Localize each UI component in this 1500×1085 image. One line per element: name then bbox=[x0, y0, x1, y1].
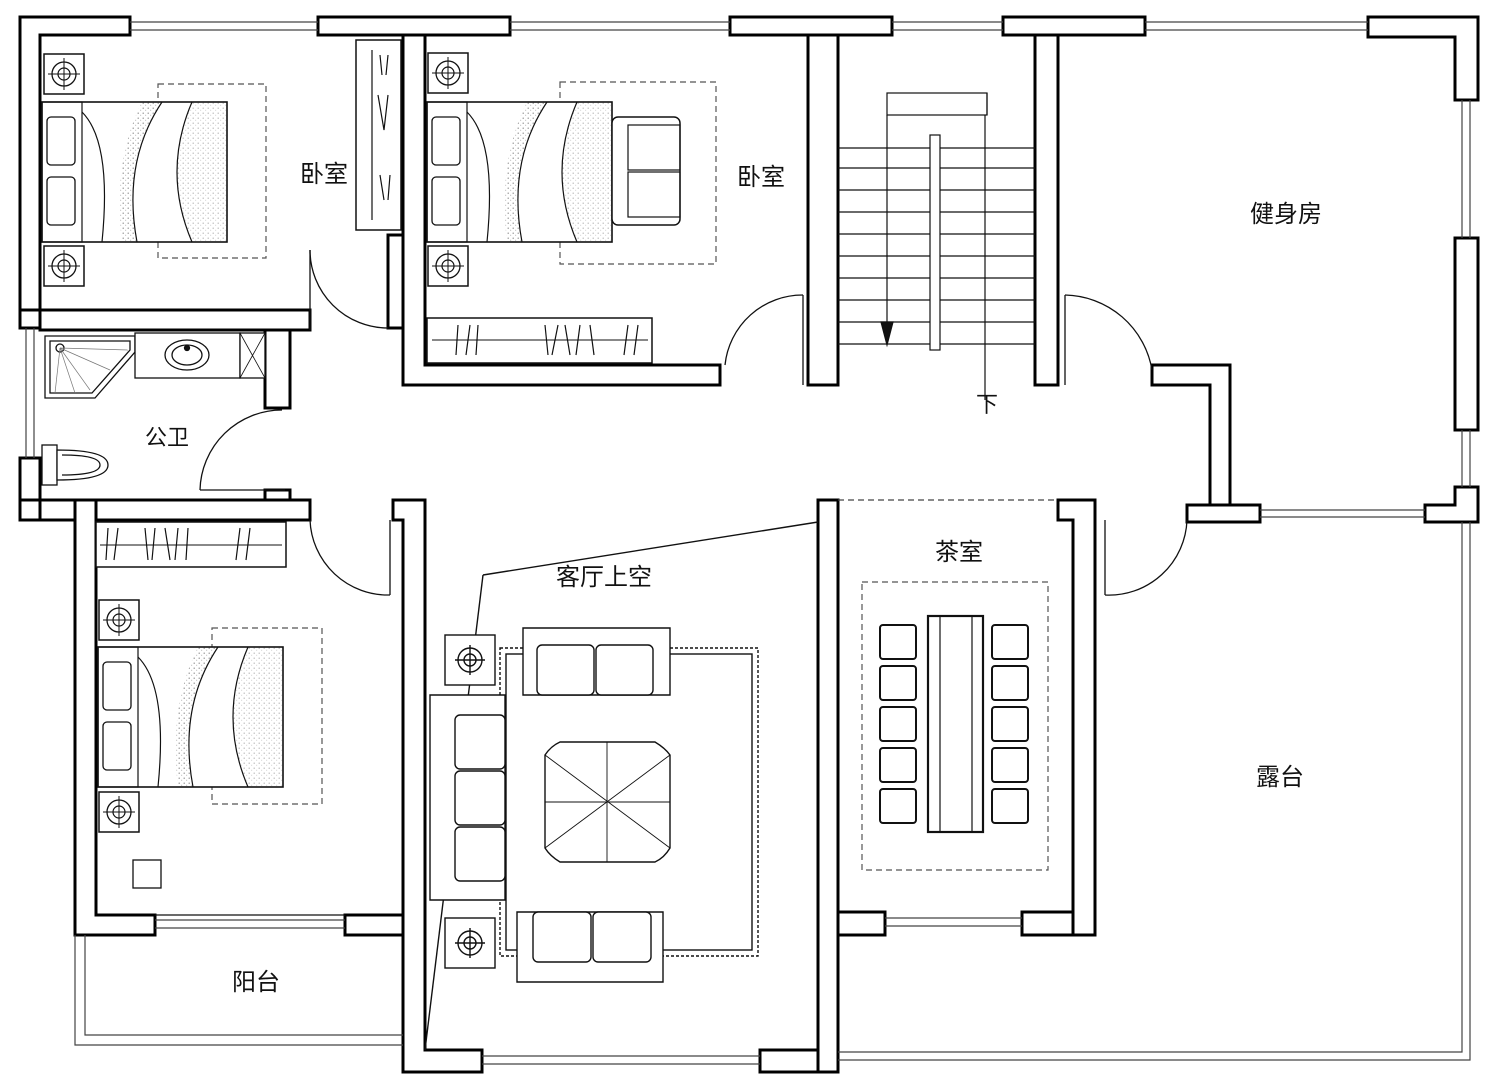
staircase bbox=[838, 92, 1035, 400]
living-furniture bbox=[424, 521, 819, 1051]
bedroom-nw-furniture bbox=[41, 39, 402, 287]
tea-room-furniture bbox=[861, 581, 1049, 871]
room-label-tea-room: 茶室 bbox=[935, 538, 983, 566]
room-label-balcony: 阳台 bbox=[232, 968, 280, 996]
walls bbox=[18, 15, 1480, 1074]
room-label-living-void: 客厅上空 bbox=[556, 563, 652, 591]
room-label-bathroom: 公卫 bbox=[145, 426, 189, 451]
room-label-bedroom-n: 卧室 bbox=[737, 163, 785, 191]
stair-direction-label: 下 bbox=[976, 393, 998, 418]
room-label-bedroom-nw: 卧室 bbox=[300, 160, 348, 188]
room-label-gym: 健身房 bbox=[1250, 200, 1322, 228]
doors bbox=[155, 249, 1188, 916]
bedroom-sw-furniture bbox=[95, 521, 323, 889]
room-label-terrace: 露台 bbox=[1256, 763, 1304, 791]
bathroom-fixtures bbox=[41, 332, 266, 486]
windows bbox=[25, 21, 1471, 1065]
bedroom-n-furniture bbox=[426, 52, 717, 364]
